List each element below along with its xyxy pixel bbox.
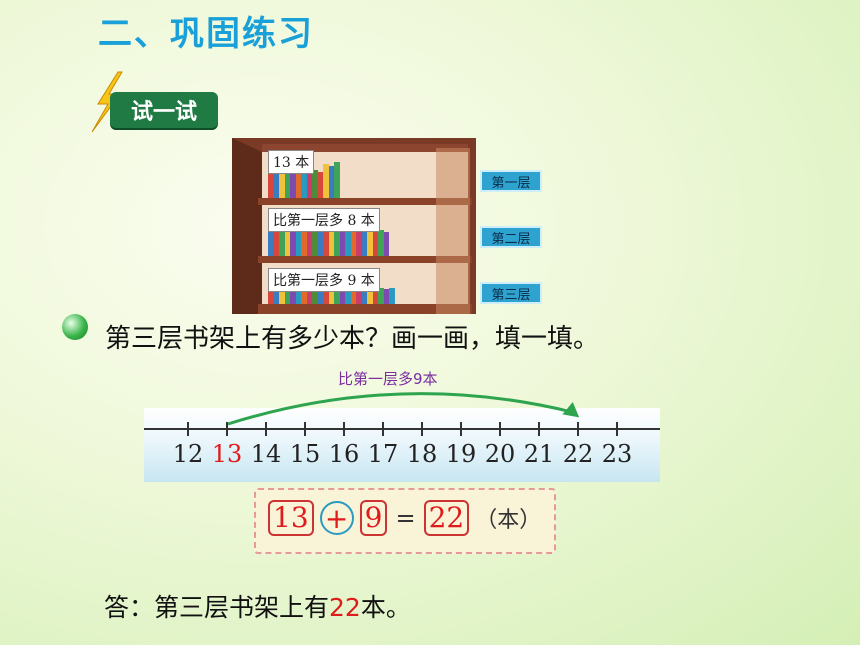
result-box: 22 (423, 500, 470, 536)
tick-label: 18 (406, 440, 438, 468)
shelf-label-2: 第二层 (480, 226, 542, 248)
tick-label: 15 (289, 440, 321, 468)
answer-suffix: 本。 (360, 593, 411, 622)
shelf-3-note: 比第一层多 9 本 (268, 268, 380, 292)
tick-label: 17 (367, 440, 399, 468)
bullet-icon (62, 314, 88, 340)
try-badge: 试一试 (110, 92, 218, 128)
tick-label: 16 (328, 440, 360, 468)
arrow-label: 比第一层多9本 (338, 370, 438, 388)
question-text: 第三层书架上有多少本？画一画，填一填。 (105, 324, 600, 354)
tick-label: 14 (250, 440, 282, 468)
tick-label: 20 (484, 440, 516, 468)
tick-label: 19 (445, 440, 477, 468)
unit-label: （本） (475, 508, 542, 533)
equals-sign: = (395, 504, 416, 532)
answer-value: 22 (329, 593, 361, 622)
equation-card: 13 + 9 = 22 （本） (254, 488, 556, 554)
tick-label: 23 (601, 440, 633, 468)
tick-label: 21 (523, 440, 555, 468)
shelf-label-1: 第一层 (480, 170, 542, 192)
operator-circle: + (319, 501, 354, 535)
tick-label: 22 (562, 440, 594, 468)
shelf-label-3: 第三层 (480, 282, 542, 304)
tick-label: 12 (172, 440, 204, 468)
answer-text: 答：第三层书架上有22本。 (104, 588, 411, 624)
shelf-2-note: 比第一层多 8 本 (268, 208, 380, 232)
section-title: 二、巩固练习 (98, 14, 314, 54)
shelf-1-note: 13 本 (268, 150, 315, 174)
addend-b-box: 9 (359, 500, 388, 536)
tick-label: 13 (211, 440, 243, 468)
answer-prefix: 答：第三层书架上有 (104, 593, 330, 622)
jump-arrow (227, 392, 580, 426)
lightning-icon (91, 71, 123, 133)
addend-a-box: 13 (268, 500, 314, 536)
